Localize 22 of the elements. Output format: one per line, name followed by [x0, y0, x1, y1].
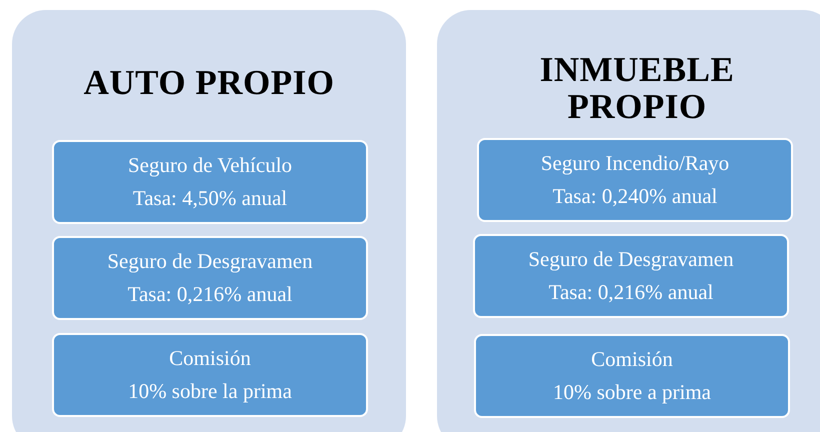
insurance-box — [477, 138, 793, 222]
item-heading: Comisión — [169, 345, 251, 372]
category-panel — [437, 10, 820, 432]
insurance-box — [473, 234, 789, 318]
category-panel — [12, 10, 406, 432]
item-detail: Tasa: 4,50% anual — [132, 185, 288, 212]
item-detail: Tasa: 0,240% anual — [552, 183, 718, 210]
panel-title: INMUEBLE PROPIO — [538, 52, 736, 126]
item-detail: Tasa: 0,216% anual — [128, 281, 292, 308]
item-heading: Seguro Incendio/Rayo — [540, 150, 730, 178]
insurance-box — [52, 140, 368, 224]
item-detail: 10% sobre la prima — [128, 378, 292, 405]
item-heading: Comisión — [591, 346, 673, 374]
item-heading: Seguro de Vehículo — [128, 152, 292, 180]
insurance-box — [474, 334, 790, 418]
insurance-box — [52, 236, 368, 320]
item-heading: Seguro de Desgravamen — [528, 246, 734, 274]
panel-title: AUTO PROPIO — [82, 65, 336, 102]
insurance-box — [52, 333, 368, 417]
item-heading: Seguro de Desgravamen — [107, 248, 313, 276]
item-detail: Tasa: 0,216% anual — [548, 279, 714, 306]
item-detail: 10% sobre a prima — [552, 379, 712, 406]
